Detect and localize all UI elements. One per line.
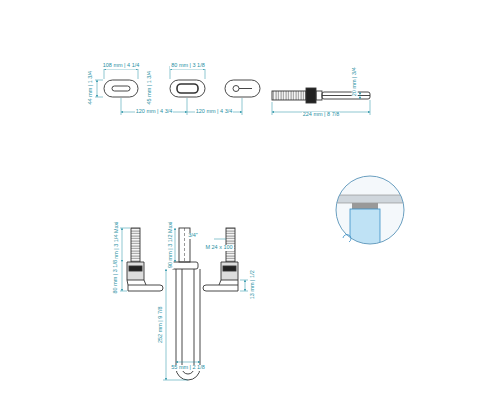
dimension-label: 80 mm | 3 1/8 — [170, 63, 206, 69]
dimension-label: 44 mm | 1 3/4 — [88, 70, 94, 106]
dimension-label: 120 mm | 4 3/4 — [195, 109, 234, 115]
dimension-label: 80 mm | 3 1/8 — [113, 259, 119, 295]
dimension-label: 120 mm | 4 3/4 — [135, 109, 174, 115]
dimension-label: 20 mm | 3/4 — [351, 67, 357, 98]
dimension-label: 45 mm | 1 3/4 — [147, 70, 153, 106]
dimension-label: 13 mm | 1/2 — [249, 270, 255, 301]
dimension-label: 252 mm | 9 7/8 — [157, 306, 163, 345]
dimension-label: 224 mm | 8 7/8 — [302, 112, 341, 118]
dimension-label: 90 mm | 3 1/2 Maxi — [167, 221, 173, 270]
dimension-label: 3/4" — [187, 233, 199, 239]
dimension-label: 55 mm | 2 1/8 — [170, 365, 206, 371]
dimension-label: 108 mm | 4 1/4 — [102, 63, 141, 69]
dimension-label: M 24 x 100 — [204, 245, 233, 251]
